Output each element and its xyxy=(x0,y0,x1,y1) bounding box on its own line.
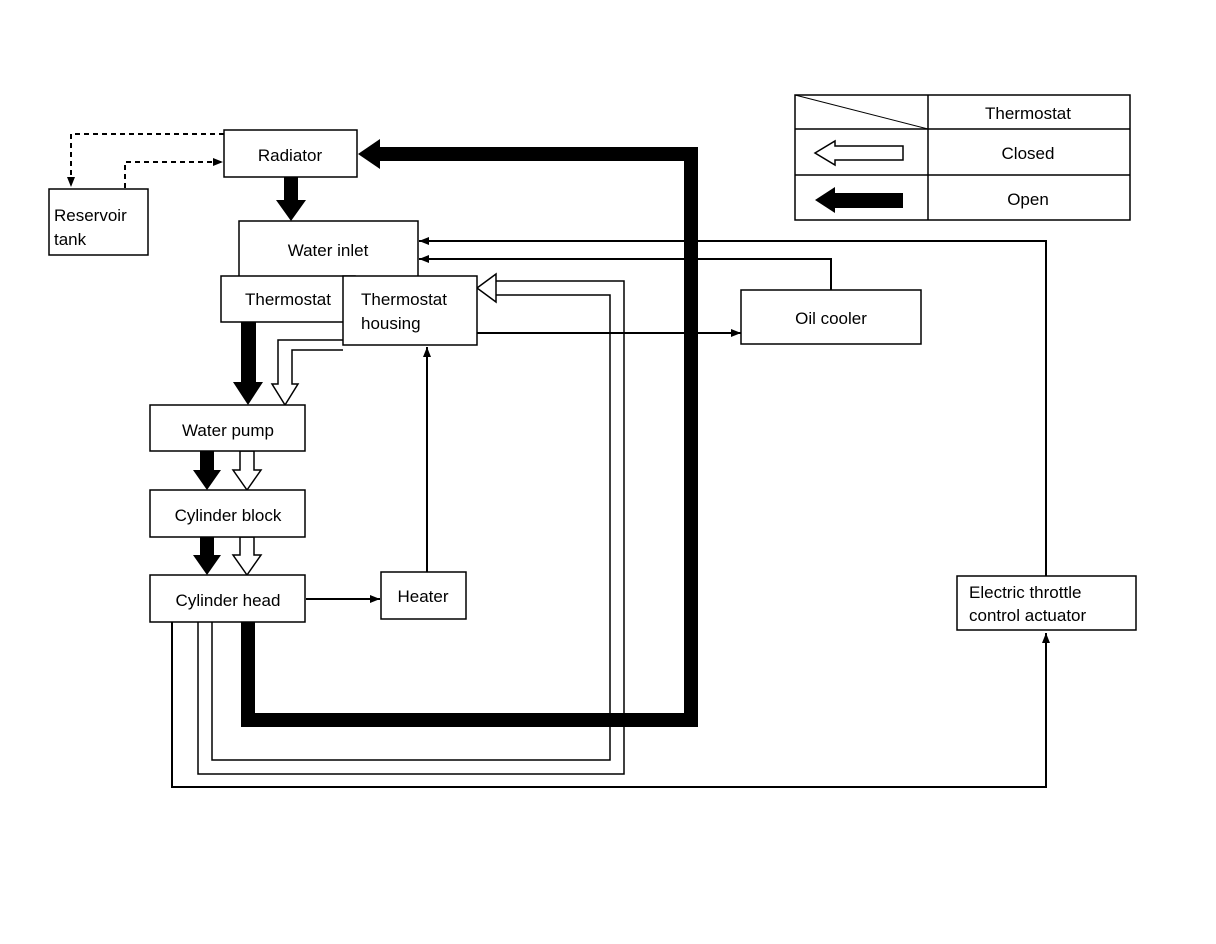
thermostat-housing-box: Thermostat housing xyxy=(342,275,478,346)
reservoir-label-line2: tank xyxy=(54,230,87,249)
heater-label: Heater xyxy=(397,587,448,606)
cylinder-block-box: Cylinder block xyxy=(149,489,306,538)
legend-closed-label: Closed xyxy=(1002,144,1055,163)
thermostat-label: Thermostat xyxy=(245,290,331,309)
oil-cooler-box: Oil cooler xyxy=(740,289,922,345)
main-loop-thick-line xyxy=(241,147,698,727)
legend-header: Thermostat xyxy=(985,104,1071,123)
thermostat-housing-label-line1: Thermostat xyxy=(361,290,447,309)
water-inlet-label: Water inlet xyxy=(288,241,369,260)
actuator-return-line xyxy=(419,237,1047,576)
block-to-head-solid-arrow xyxy=(193,537,221,575)
radiator-to-inlet-arrow xyxy=(276,177,306,221)
thin-flow-lines xyxy=(171,237,1050,788)
water-pump-label: Water pump xyxy=(182,421,274,440)
legend-closed-hollow-arrow xyxy=(813,139,904,167)
thermostat-to-pump-arrow xyxy=(233,322,263,405)
pump-to-block-hollow-arrow xyxy=(231,450,263,492)
oil-cooler-return-line xyxy=(419,255,832,290)
cylinder-head-box: Cylinder head xyxy=(149,574,306,623)
reservoir-to-radiator-line xyxy=(124,158,223,188)
water-inlet-box: Water inlet xyxy=(238,220,419,278)
legend-open-solid-arrow xyxy=(815,187,903,213)
heater-box: Heater xyxy=(380,571,467,620)
actuator-label-line1: Electric throttle xyxy=(969,583,1081,602)
legend-corner-diagonal xyxy=(794,94,929,130)
radiator-to-reservoir-line xyxy=(67,133,224,187)
water-pump-box: Water pump xyxy=(149,404,306,452)
electric-throttle-actuator-box: Electric throttle control actuator xyxy=(956,575,1137,631)
reservoir-tank-box: Reservoir tank xyxy=(48,188,149,256)
legend-table: Thermostat Closed Open xyxy=(794,94,1131,221)
actuator-label-line2: control actuator xyxy=(969,606,1087,625)
thermostat-housing-label-line2: housing xyxy=(361,314,421,333)
legend-open-label: Open xyxy=(1007,190,1049,209)
bypass-to-housing-arrow xyxy=(475,272,497,304)
block-to-head-hollow-arrow xyxy=(231,536,263,577)
cylinder-block-label: Cylinder block xyxy=(175,506,282,525)
radiator-label: Radiator xyxy=(258,146,323,165)
radiator-box: Radiator xyxy=(223,129,358,178)
reservoir-label-line1: Reservoir xyxy=(54,206,127,225)
thermostat-box: Thermostat xyxy=(220,275,356,323)
reservoir-dashed-lines xyxy=(67,133,224,188)
main-loop-to-radiator-arrow xyxy=(358,139,380,169)
bypass-channel-hollow xyxy=(197,280,625,775)
cylinder-head-label: Cylinder head xyxy=(176,591,281,610)
pump-to-block-solid-arrow xyxy=(193,451,221,490)
housing-to-pump-hollow-arrow xyxy=(270,339,343,407)
oil-cooler-label: Oil cooler xyxy=(795,309,867,328)
head-to-actuator-line xyxy=(171,622,1050,788)
